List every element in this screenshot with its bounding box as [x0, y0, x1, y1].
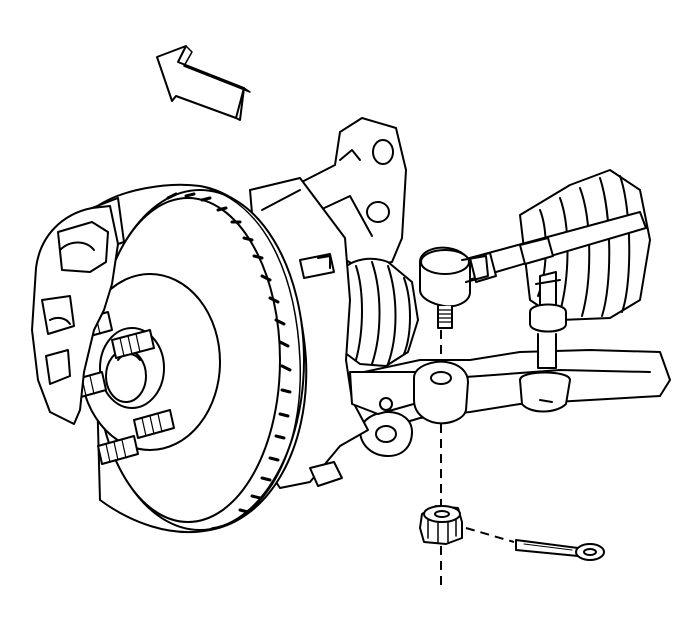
cv-axle-boot-icon	[339, 257, 419, 367]
outer-tie-rod-end-icon	[419, 246, 489, 329]
tie-rod-icon	[454, 211, 647, 283]
front-direction-arrow-icon	[156, 45, 251, 121]
castellated-nut-icon	[419, 505, 463, 545]
brake-caliper-icon	[31, 197, 125, 425]
cotter-pin-icon	[515, 539, 605, 561]
steering-arm-boss	[413, 360, 469, 425]
stabilizer-link-icon	[519, 271, 571, 413]
installation-path-line	[440, 330, 515, 588]
